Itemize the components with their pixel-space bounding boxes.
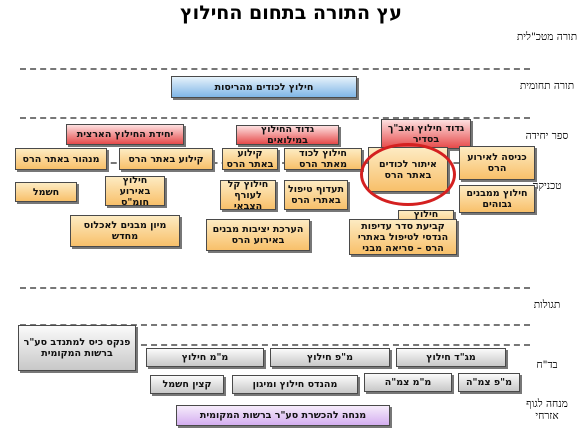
high-structures-box[interactable]: חילוץ ממבנים גבוהים — [459, 185, 535, 213]
hazmat-box[interactable]: חילוץ באירוע חומ"ס — [105, 175, 165, 208]
electricity-box[interactable]: חשמל — [15, 182, 77, 202]
plt-commander-box[interactable]: מ"מ חילוץ — [146, 348, 264, 367]
tunneling-box[interactable]: מנהור באתר הרס — [15, 148, 107, 170]
highlight-circle — [360, 143, 456, 206]
row-label-professional: תורה תחומית — [519, 80, 575, 92]
reserves-battalion-box[interactable]: גדוד החילוץ במילואים — [236, 124, 339, 146]
row-label-unit: ספר יחידה — [525, 130, 569, 142]
plt-tzama-box[interactable]: מ"מ צמ"ה — [364, 373, 452, 392]
engineer-box[interactable]: מהנדס חילוץ ומיגון — [232, 375, 358, 394]
national-unit-box[interactable]: יחידת החילוץ הארצית — [66, 124, 184, 145]
co-tzama-box[interactable]: מ"פ צמ"ה — [458, 373, 520, 392]
electric-officer-box[interactable]: קצין חשמל — [150, 375, 224, 394]
divider — [20, 344, 530, 346]
damage-priority-box[interactable]: תעדוף טיפול באתרי הרס — [284, 180, 348, 210]
shoring-box[interactable]: קילוע באתר הרס — [222, 148, 278, 170]
row-label-technical: טכניקה — [532, 180, 562, 192]
divider — [20, 68, 530, 70]
reoccupancy-sorting-box[interactable]: מיון מבנים לאכלוס מחדש — [70, 215, 180, 247]
co-commander-box[interactable]: מ"פ חילוץ — [270, 348, 390, 367]
page-title: עץ התורה בתחום החילוץ — [180, 2, 402, 24]
row-label-guide: מנחה לגוף אזרחי — [526, 398, 568, 422]
rescue-training-box[interactable]: חילוץ לכודים מהריסות — [171, 76, 357, 98]
bn-commander-box[interactable]: מג"ד חילוץ — [396, 348, 506, 367]
divider — [20, 324, 530, 326]
priority-set-box[interactable]: קביעת סדר עדיפות הנדסי לטיפול באתרי הרס … — [349, 219, 457, 255]
collapsed-shoring-box[interactable]: קילוע באתר הרס — [119, 148, 213, 170]
row-label-meta: תורה מטכ"לית — [516, 31, 578, 43]
entry-box[interactable]: כניסה לאירוע הרס — [459, 146, 535, 180]
pocket-guide-box[interactable]: פנקס כיס למתנדב סע"ר ברשות המקומית — [18, 325, 136, 371]
stability-estimation-box[interactable]: הערכת יציבות מבנים באירוע הרס — [206, 219, 310, 251]
divider — [20, 117, 530, 119]
light-rescue-box[interactable]: חילוץ קל לעורף הצבאי — [220, 179, 276, 212]
row-label-bad: בד"ח — [536, 359, 558, 371]
rescue-from-site-box[interactable]: חילוץ לכוד מאתר הרס — [284, 148, 362, 170]
divider — [20, 287, 530, 289]
row-label-logistics: תגולות — [533, 299, 561, 311]
sar-guide-box[interactable]: מנחה להכשרת סע"ר ברשות המקומית — [176, 405, 390, 426]
